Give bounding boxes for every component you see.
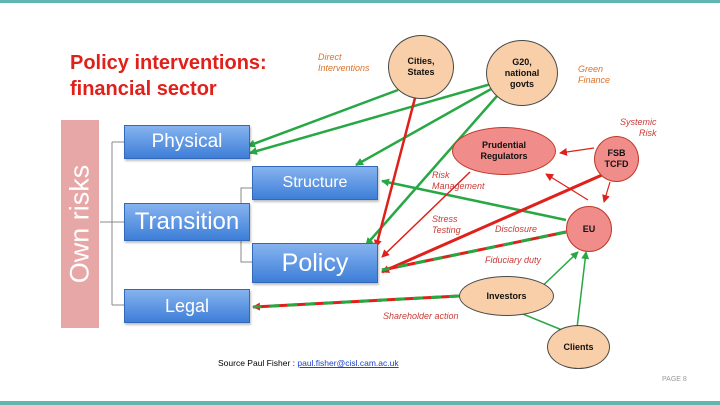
green-finance-label: Green Finance: [578, 64, 611, 85]
title-line-2: financial sector: [70, 78, 217, 100]
top-border: [0, 0, 720, 3]
investors-label: Investors: [486, 290, 527, 301]
disclosure-label: Disclosure: [495, 224, 538, 234]
title-line-1: Policy interventions:: [70, 52, 267, 74]
prudential-regulators-node: Prudential Regulators: [452, 127, 556, 175]
eu-label: EU: [582, 223, 596, 234]
fsb-tcfd-label: FSB TCFD: [604, 148, 629, 169]
cities-states-node: Cities, States: [388, 35, 454, 99]
own-risks-bar: Own risks: [61, 120, 99, 328]
fiduciary-duty-label: Fiduciary duty: [485, 255, 542, 265]
direct-interventions-label: Direct Interventions: [318, 52, 370, 73]
g20-node: G20, national govts: [486, 40, 558, 106]
policy-box: Policy: [252, 243, 378, 283]
page-number: PAGE 8: [662, 376, 687, 383]
clients-node: Clients: [547, 325, 610, 369]
shareholder-action-label: Shareholder action: [383, 311, 459, 321]
physical-box: Physical: [124, 125, 250, 159]
source-text: Source Paul Fisher :: [218, 358, 298, 368]
eu-node: EU: [566, 206, 612, 252]
g20-label: G20, national govts: [504, 56, 540, 89]
slide-title: Policy interventions: financial sector: [70, 50, 267, 102]
investors-node: Investors: [459, 276, 554, 316]
transition-box: Transition: [124, 203, 250, 241]
risk-management-label: Risk Management: [432, 170, 485, 191]
structure-box: Structure: [252, 166, 378, 200]
prudential-regulators-label: Prudential Regulators: [480, 140, 528, 161]
source-line: Source Paul Fisher : paul.fisher@cisl.ca…: [218, 358, 399, 368]
bottom-border: [0, 401, 720, 405]
cities-states-label: Cities, States: [407, 56, 435, 77]
systemic-risk-label: Systemic Risk: [620, 117, 657, 138]
fsb-tcfd-node: FSB TCFD: [594, 136, 639, 182]
dashed-arrows: [252, 230, 567, 311]
red-arrows: [373, 97, 611, 274]
green-arrows: [247, 78, 590, 331]
source-email-link[interactable]: paul.fisher@cisl.cam.ac.uk: [297, 358, 399, 368]
legal-box: Legal: [124, 289, 250, 323]
clients-label: Clients: [563, 341, 594, 352]
stress-testing-label: Stress Testing: [432, 214, 461, 235]
